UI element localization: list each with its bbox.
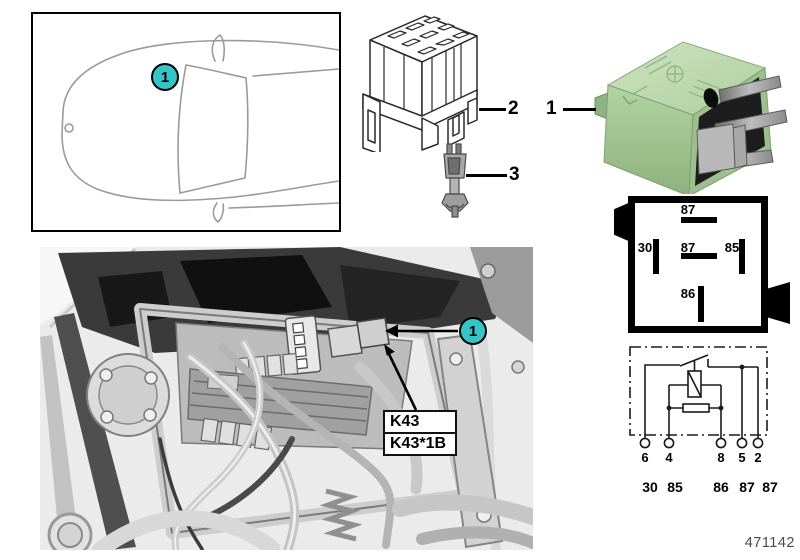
component-id-k43: K43 [390,413,420,430]
pin-box-key-tab-left [614,202,629,242]
car-windshield [177,64,249,194]
schematic-enclosure [629,346,768,436]
car-top-view [61,33,340,224]
pin-label-85: 85 [724,240,740,255]
leader-line-terminal [466,174,507,177]
pin-label-30: 30 [637,240,653,255]
pin-label-86: 86 [680,286,696,301]
car-body-outline [61,39,340,202]
schematic-terminal-number: 2 [754,450,762,465]
car-mirror-bottom [212,202,225,224]
relay-ref-label[interactable]: 1 [546,98,557,119]
engine-bay-photo: 1 [40,247,533,550]
arrowhead-to-relay [385,324,398,338]
pin-diagram: 87 30 87 85 86 [628,196,768,333]
schematic-resistor [682,403,710,413]
pin-label-87-center: 87 [680,240,696,255]
component-id-k43-1b: K43*1B [385,432,455,454]
diagram-part-number: 471142 [744,535,795,551]
callout-1-photo[interactable]: 1 [459,317,487,345]
car-location-panel: 1 [31,12,341,232]
pin-bar-86 [698,286,704,322]
pin-bar-85 [739,239,745,274]
schematic-terminal-number: 8 [717,450,725,465]
arrowhead-to-relay-2 [384,344,395,356]
car-mirror-top [211,33,226,62]
socket-ref-label[interactable]: 2 [508,98,519,119]
pin-label-87-top: 87 [680,202,696,217]
relay-k43-in-photo [356,317,390,349]
schematic-terminal-number: 6 [641,450,649,465]
terminal-pin-drawing [441,143,469,218]
car-hood-circle [64,123,74,133]
leader-line-socket [479,108,506,111]
terminal-ref-label[interactable]: 3 [509,164,520,185]
schematic-terminal-number: 4 [665,450,673,465]
schematic-terminal-number: 5 [738,450,746,465]
leader-line-relay [563,108,596,111]
callout-1-car[interactable]: 1 [151,63,179,91]
schematic-function-number: 87 [762,479,778,495]
schematic-function-number: 85 [667,479,683,495]
relay-socket-drawing [362,15,478,152]
car-side-line [228,202,340,209]
pin-bar-87-center [681,253,717,259]
car-roof-line [252,68,340,77]
schematic-function-number: 30 [642,479,658,495]
pin-bar-30 [653,239,659,274]
relay-circuit-schematic [629,346,768,449]
pin-bar-87-top [681,217,717,223]
pin-box-key-tab-right [767,282,790,324]
schematic-function-number: 86 [713,479,729,495]
photo-annotation-arrows [384,324,458,411]
engine-bay-illustration [40,247,533,550]
relay-photo [594,41,788,194]
component-id-label: K43 K43*1B [383,410,457,456]
schematic-function-number: 87 [739,479,755,495]
